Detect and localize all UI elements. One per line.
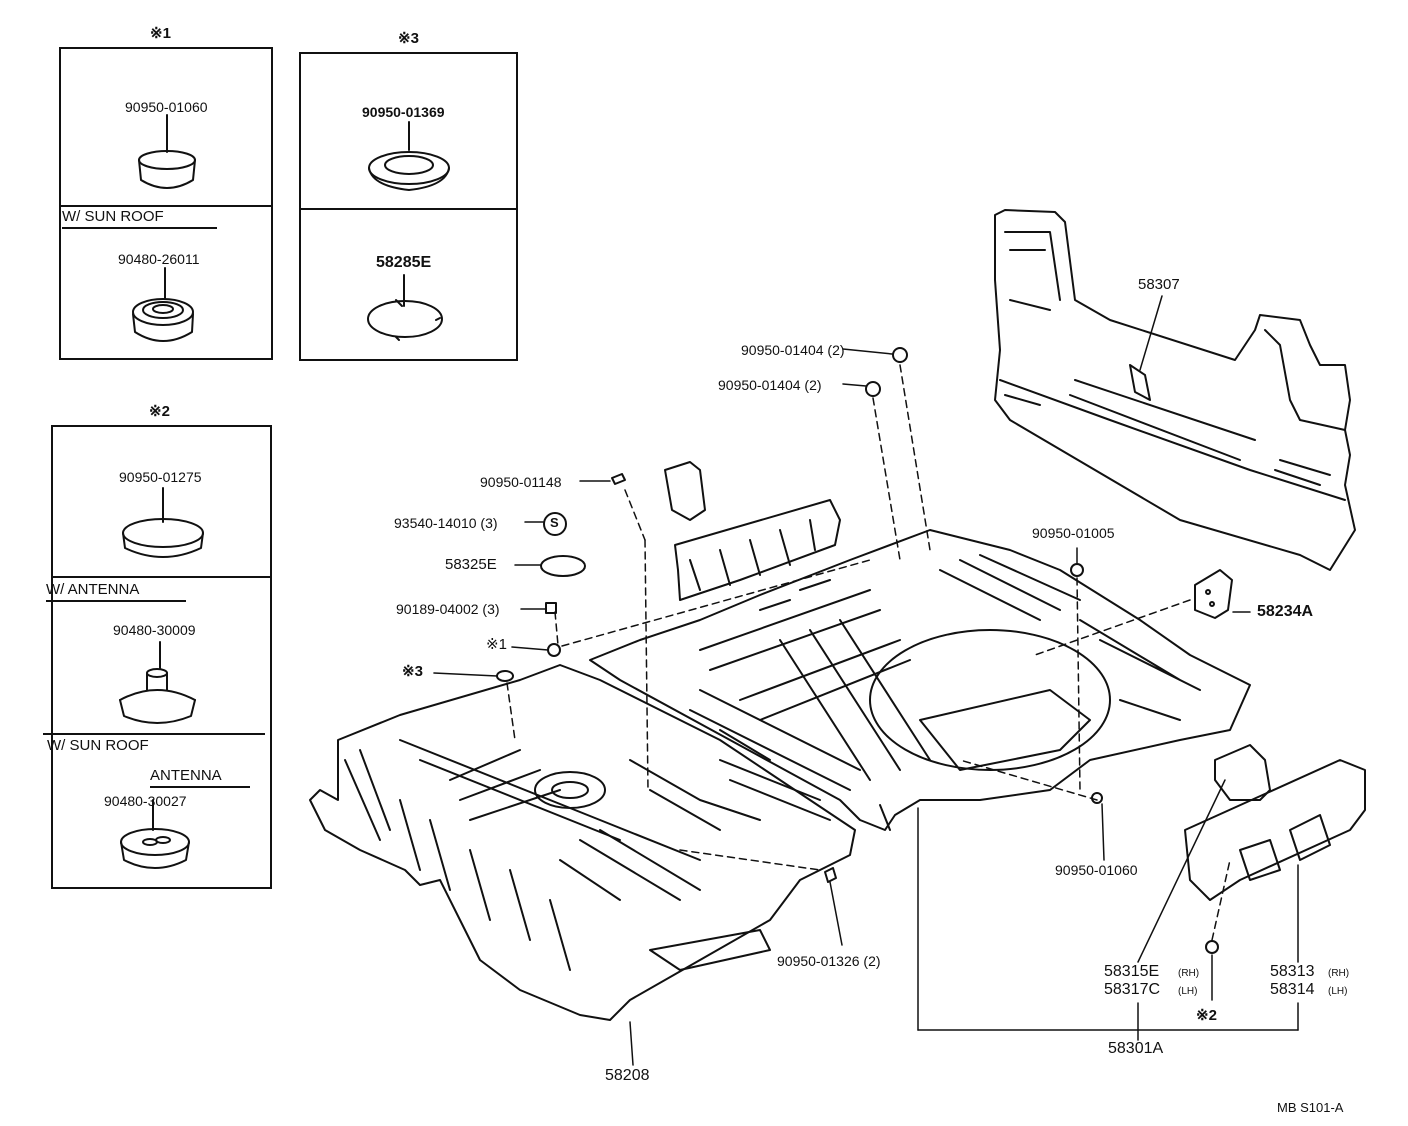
plug-90480-26011-icon xyxy=(132,267,194,342)
grommet-90480-30009-icon xyxy=(119,641,196,724)
inset-note2-part1: 90950-01275 xyxy=(119,469,202,485)
plug-90950-01060-icon xyxy=(138,114,196,189)
inset-note2-part3: 90480-30027 xyxy=(104,793,187,809)
inset-note1-condition: W/ SUN ROOF xyxy=(62,209,217,229)
inset-note2-cond2a: W/ SUN ROOF xyxy=(47,737,149,754)
inset-note3-header: ※3 xyxy=(398,30,419,47)
leader-lines xyxy=(433,295,1299,1066)
inset-note3-box xyxy=(299,52,518,361)
label-58314: 58314 xyxy=(1270,981,1315,998)
label-90950-01326: 90950-01326 (2) xyxy=(777,953,881,969)
inset-note3-bottom-part: 58285E xyxy=(376,254,432,271)
inset-note2-box xyxy=(51,425,272,889)
ref-note2-callout: ※2 xyxy=(1196,1007,1217,1024)
label-58315e: 58315E xyxy=(1104,963,1160,980)
inset-note1-divider xyxy=(59,205,273,207)
inset-note2-cond2b: ANTENNA xyxy=(150,768,250,788)
inset-note1-top-part: 90950-01060 xyxy=(125,99,208,115)
label-58307: 58307 xyxy=(1138,276,1180,293)
ref-note1-callout: ※1 xyxy=(486,636,507,653)
label-90950-01060: 90950-01060 xyxy=(1055,862,1138,878)
inset-note1-header: ※1 xyxy=(150,25,171,42)
label-58234a: 58234A xyxy=(1257,603,1314,620)
inset-note3-top-part: 90950-01369 xyxy=(362,104,445,120)
inset-note2-part2: 90480-30009 xyxy=(113,622,196,638)
ref-note3-callout: ※3 xyxy=(402,663,423,680)
bracket-58234a-icon xyxy=(1194,569,1233,619)
label-90189-04002: 90189-04002 (3) xyxy=(396,601,500,617)
label-58317c-side: (LH) xyxy=(1178,986,1198,997)
inset-note2-divider-1 xyxy=(51,576,272,578)
cover-58285e-icon xyxy=(367,274,443,341)
floor-brace-icon xyxy=(664,461,841,601)
plug-90950-01275-icon xyxy=(122,487,204,558)
label-58325e: 58325E xyxy=(445,556,497,573)
label-58317c: 58317C xyxy=(1104,981,1161,998)
label-93540-14010: 93540-14010 (3) xyxy=(394,515,498,531)
label-58313: 58313 xyxy=(1270,963,1315,980)
label-90950-01404-b: 90950-01404 (2) xyxy=(718,377,822,393)
footer-code: MB S101-A xyxy=(1277,1100,1344,1115)
hardware-icons xyxy=(496,347,1219,954)
inset-note3-divider xyxy=(299,208,518,210)
grommet-90480-30027-icon xyxy=(120,799,190,869)
label-90950-01404-a: 90950-01404 (2) xyxy=(741,342,845,358)
inset-note2-header: ※2 xyxy=(149,403,170,420)
s-symbol: S xyxy=(550,515,559,530)
rear-panel-58307-icon xyxy=(994,209,1356,571)
label-90950-01148: 90950-01148 xyxy=(480,474,562,490)
plug-90950-01369-icon xyxy=(368,121,450,191)
label-58313-side: (RH) xyxy=(1328,968,1350,979)
inset-note1-bottom-part: 90480-26011 xyxy=(118,251,200,267)
rear-floor-pan-58301a-icon xyxy=(589,529,1251,831)
inset-note1-box xyxy=(59,47,273,360)
dashed-assembly-lines xyxy=(506,364,1231,941)
inset-note2-divider-2 xyxy=(43,733,265,735)
label-58315e-side: (RH) xyxy=(1178,968,1200,979)
label-58314-side: (LH) xyxy=(1328,986,1348,997)
label-58301a: 58301A xyxy=(1108,1040,1164,1057)
inset-note2-cond1: W/ ANTENNA xyxy=(46,582,186,602)
side-member-58313-icon xyxy=(1184,744,1366,901)
label-90950-01005: 90950-01005 xyxy=(1032,525,1115,541)
label-58208: 58208 xyxy=(605,1067,650,1084)
front-floor-pan-58208-icon xyxy=(309,664,856,1021)
